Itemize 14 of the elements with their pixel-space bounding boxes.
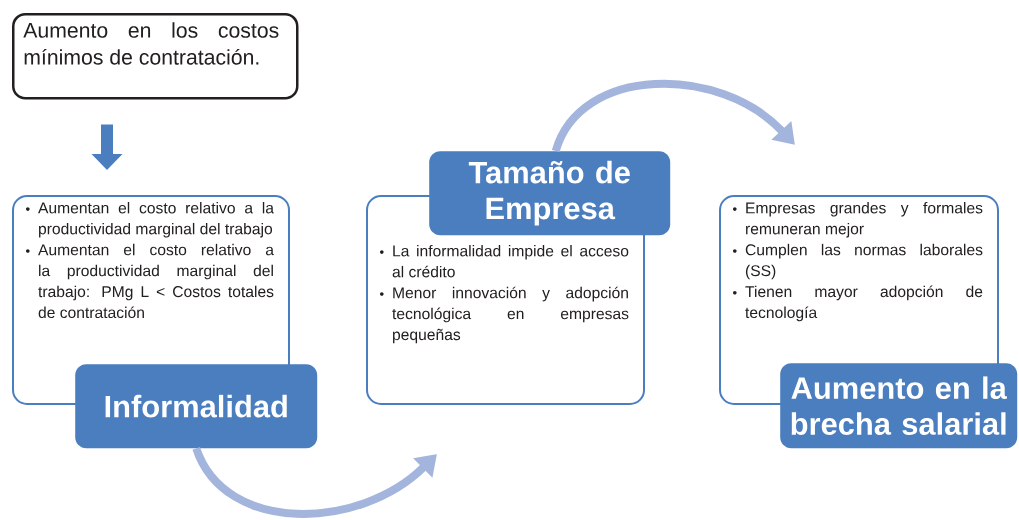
bullet-item: La informalidad impide el acceso al crédito [380,245,629,278]
rounded-box [12,13,299,100]
arrow [192,446,437,518]
bullet-item: Cumplen las normas laborales (SS) [733,243,983,280]
heading-tab: Tamaño de Empresa [429,151,671,236]
bullet-item: Tienen mayor adopción de tecnología [733,285,983,322]
bullet-item: Aumentan el costo relativo a la productividad marginal del trabajo [26,202,274,238]
bullet-item: Empresas grandes y formales remuneran mejor [733,202,983,238]
heading-tab: Informalidad [75,364,318,449]
heading-tab: Aumento en la brecha salarial [780,363,1018,449]
bullet-item: Menor innovación y adopción tecnológica en empresas pequeñas [380,286,629,344]
arrow [552,80,795,153]
box-text: Aumento en los costos mínimos de contratación. [23,22,279,65]
bullet-item: Aumentan el costo relativo a la productividad marginal del trabajo: PMg L < Costos totales de contratación [26,243,274,319]
